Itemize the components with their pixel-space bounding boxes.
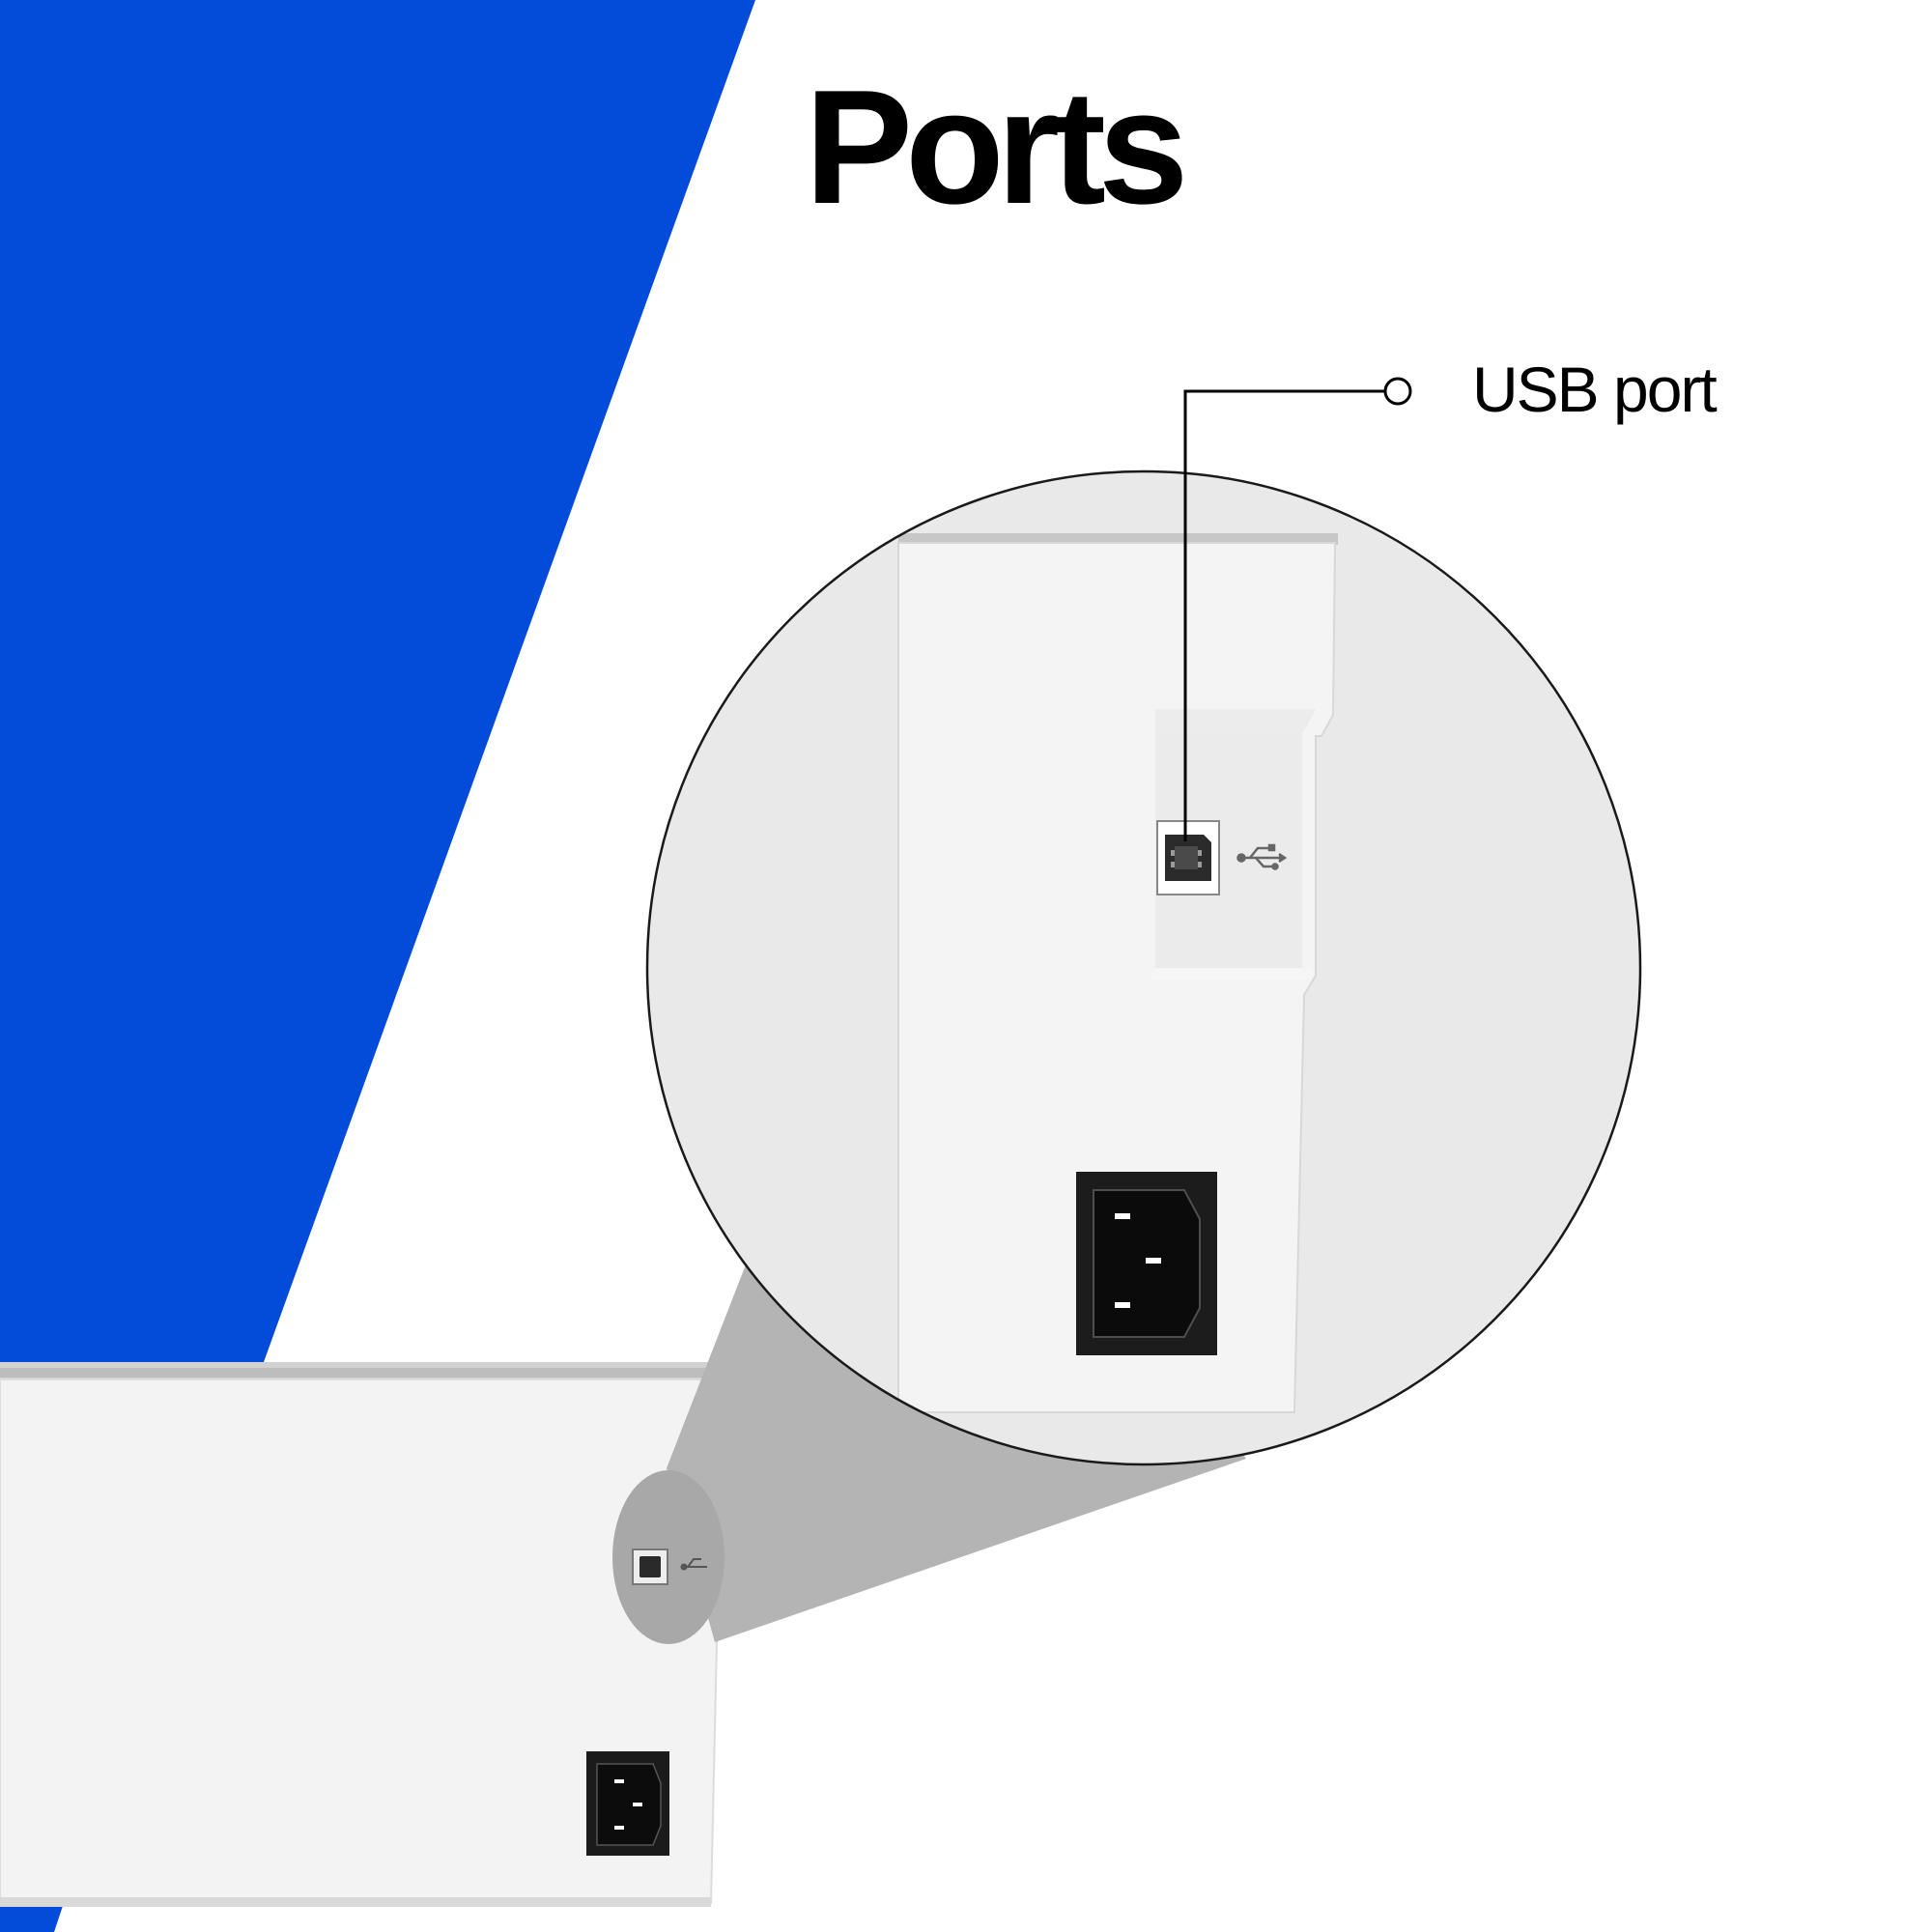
zoom-detail-view	[645, 469, 1642, 1466]
usb-b-port-icon	[1156, 820, 1220, 895]
usb-port-callout-line	[1183, 377, 1412, 841]
usb-symbol-icon	[1236, 843, 1288, 870]
blue-accent-corner	[0, 1903, 64, 1932]
printer-rear-view	[0, 1362, 740, 1907]
page-title: Ports	[805, 56, 1188, 238]
usb-port-label: USB port	[1472, 354, 1718, 425]
power-inlet-icon	[1076, 1172, 1217, 1355]
small-usb-b-port-icon	[632, 1548, 668, 1585]
blue-accent-shape	[0, 0, 755, 1362]
small-power-inlet-icon	[586, 1751, 669, 1856]
small-usb-symbol-icon	[680, 1558, 707, 1571]
